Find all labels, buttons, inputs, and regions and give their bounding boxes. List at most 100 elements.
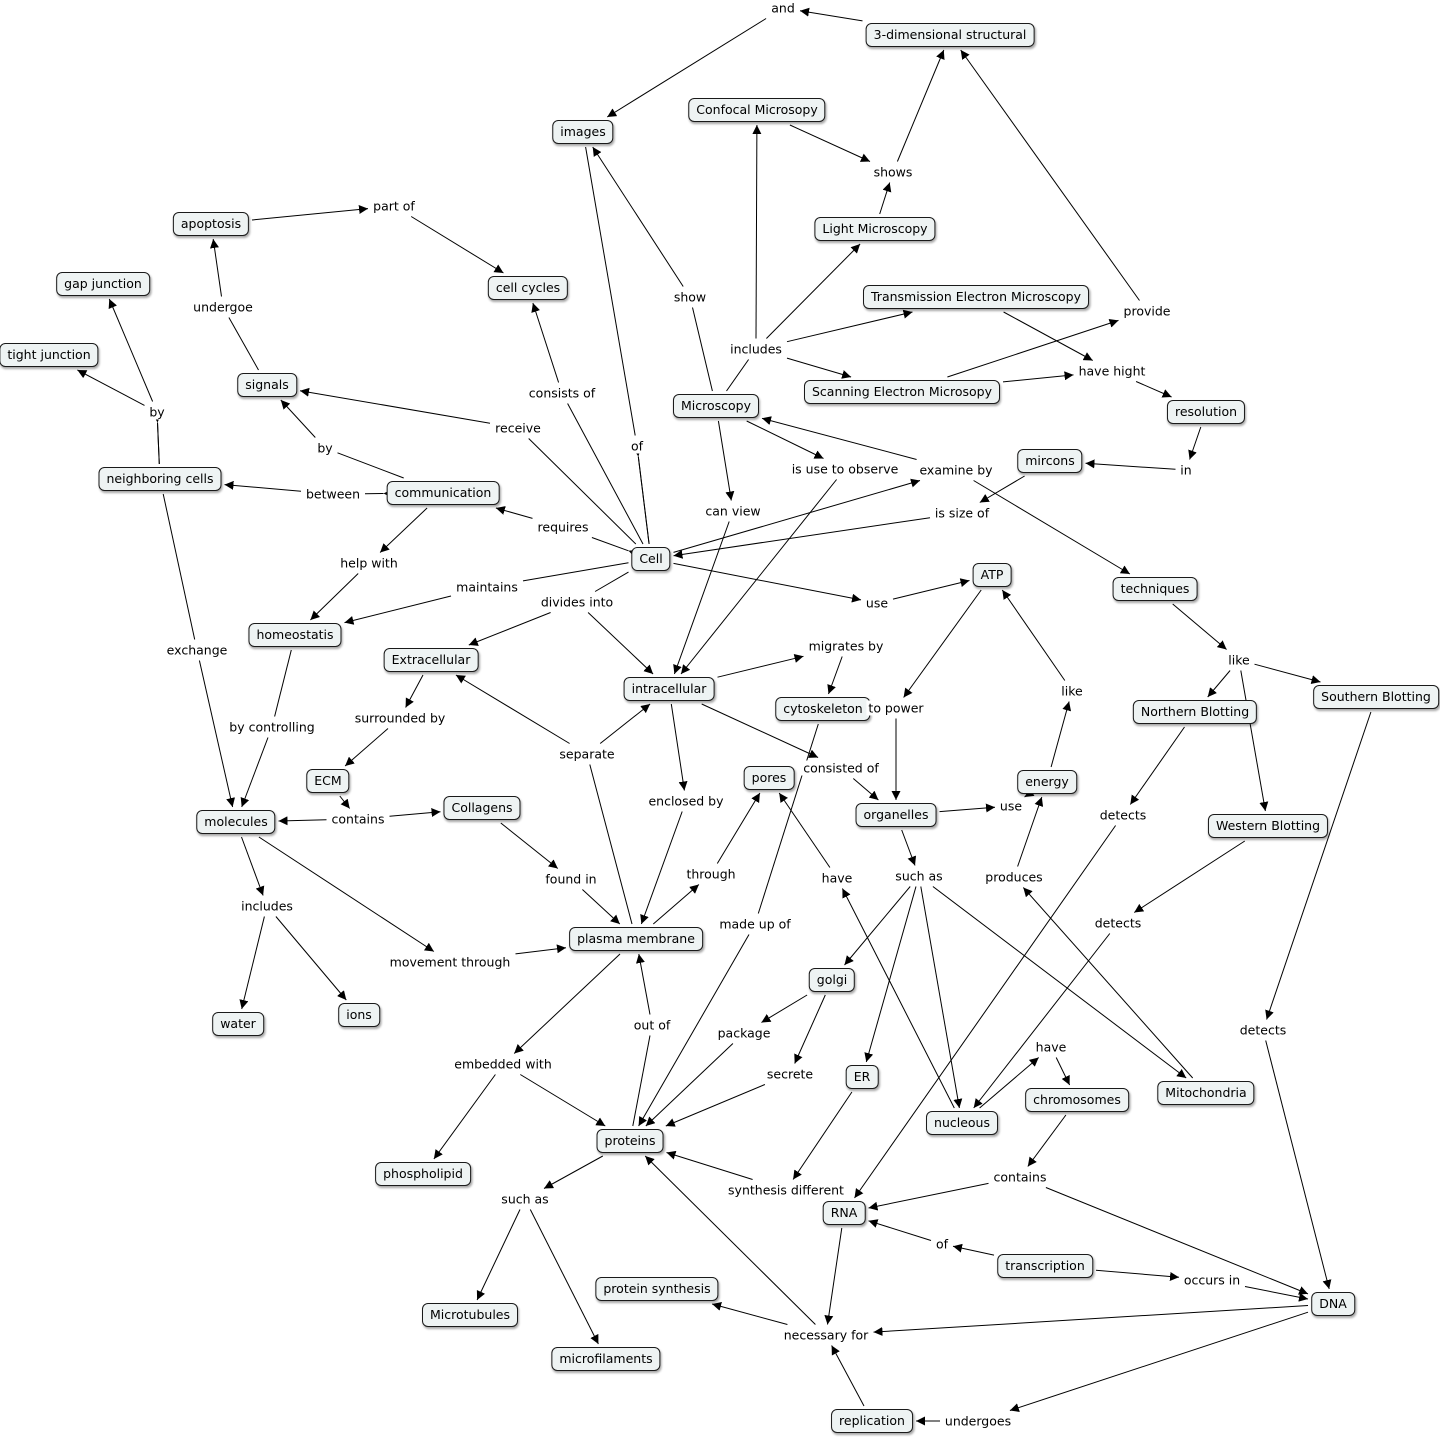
edge-have-hight-to-resolution [1135,381,1172,398]
edge-package-to-proteins [645,1043,734,1127]
edge-necessary-for-to-proteins [644,1155,816,1325]
concept-light[interactable]: Light Microscopy [814,217,936,241]
edge-divides-into-to-extracellular [468,612,551,646]
concept-gap-junction[interactable]: gap junction [56,272,150,296]
edge-cytoskeleton-to-made-up-of [757,723,819,914]
link-label-of-rna: of [933,1236,951,1252]
concept-cell[interactable]: Cell [631,547,671,571]
edge-cell-to-consists-of [567,403,644,545]
concept-confocal[interactable]: Confocal Microsopy [688,98,826,122]
concept-extracellular[interactable]: Extracellular [383,648,479,672]
link-label-requires: requires [535,519,591,535]
concept-images[interactable]: images [552,120,614,144]
concept-energy[interactable]: energy [1017,770,1077,794]
concept-phospholipid[interactable]: phospholipid [375,1162,471,1186]
link-label-provide: provide [1121,303,1173,319]
edge-nucleous-to-have-nuc [841,888,955,1109]
concept-neighboring-cells[interactable]: neighboring cells [98,467,222,491]
edge-atp-to-to-power [903,589,982,698]
concept-organelles[interactable]: organelles [855,803,937,827]
link-label-to-power: to power [866,700,926,716]
concept-golgi[interactable]: golgi [808,968,856,992]
edge-secrete-to-proteins [665,1084,766,1127]
link-label-use-org: use [997,798,1025,814]
edge-plasma-membrane-to-embedded-with [513,953,621,1054]
concept-resolution[interactable]: resolution [1166,400,1246,424]
link-label-detects-n: detects [1097,807,1149,823]
edge-separate-to-extracellular [455,674,570,744]
concept-nucleous[interactable]: nucleous [926,1111,998,1135]
edge-microscopy-to-includes-m [726,359,750,392]
edge-out-of-to-plasma-membrane [636,953,651,1015]
edge-surrounded-by-to-ecm [344,728,389,767]
concept-water[interactable]: water [212,1012,264,1036]
concept-apoptosis[interactable]: apoptosis [172,212,250,236]
concept-ions[interactable]: ions [338,1003,380,1027]
link-label-have-chr: have [1033,1039,1069,1055]
concept-sem[interactable]: Scanning Electron Microsopy [804,380,1000,404]
concept-chromosomes[interactable]: chromosomes [1025,1088,1129,1112]
edge-techniques-to-like-t [1172,603,1227,650]
concept-northern[interactable]: Northern Blotting [1132,700,1258,724]
concept-atp[interactable]: ATP [972,563,1012,587]
edge-contains-chr-to-dna [1045,1187,1309,1295]
concept-cell-cycles[interactable]: cell cycles [487,276,569,300]
edge-transcription-to-of-rna [952,1243,995,1256]
concept-protein-synthesis[interactable]: protein synthesis [595,1277,719,1301]
concept-proteins[interactable]: proteins [596,1129,664,1153]
edge-by-comm-to-signals [280,399,316,438]
concept-transcription[interactable]: transcription [997,1254,1093,1278]
link-label-such-as-org: such as [893,868,945,884]
concept-cytoskeleton[interactable]: cytoskeleton [775,697,871,721]
edge-undergoe-to-apoptosis [210,238,222,297]
concept-pores[interactable]: pores [743,766,795,790]
concept-three-d[interactable]: 3-dimensional structural [865,23,1035,47]
concept-microtubules[interactable]: Microtubules [422,1303,518,1327]
edge-replication-to-necessary-for [831,1345,865,1407]
concept-rna[interactable]: RNA [822,1201,866,1225]
edge-like-e-to-atp [1001,589,1066,681]
edge-plasma-membrane-to-through [652,884,700,925]
link-label-and: and [769,0,797,16]
link-label-receive: receive [493,420,543,436]
edge-dna-to-undergoes [1009,1311,1309,1412]
concept-ecm[interactable]: ECM [306,769,350,793]
edge-microscopy-to-can-view [717,420,735,501]
concept-techniques[interactable]: techniques [1112,577,1198,601]
concept-plasma-membrane[interactable]: plasma membrane [569,927,703,951]
concept-molecules[interactable]: molecules [196,810,276,834]
edge-golgi-to-package [761,994,808,1023]
concept-collagens[interactable]: Collagens [443,796,521,820]
concept-signals[interactable]: signals [237,373,297,397]
concept-mircons[interactable]: mircons [1017,449,1083,473]
edge-migrates-by-to-cytoskeleton [827,656,843,695]
concept-dna[interactable]: DNA [1311,1292,1355,1316]
link-label-surrounded-by: surrounded by [352,710,448,726]
edge-contains-ecm-to-collagens [389,808,441,817]
edge-between-to-neighboring-cells [224,480,302,492]
link-label-like-t: like [1226,652,1252,668]
edge-proteins-to-out-of [632,1035,651,1127]
concept-tight-junction[interactable]: tight junction [0,343,99,367]
edge-mitochondria-to-produces [1022,887,1194,1079]
edge-confocal-to-shows [789,124,871,162]
concept-homeostatis[interactable]: homeostatis [248,623,342,647]
edge-southern-to-detects-s [1265,711,1372,1020]
link-label-by-comm: by [315,440,335,456]
concept-microscopy[interactable]: Microscopy [672,394,760,418]
concept-tem[interactable]: Transmission Electron Microscopy [863,285,1089,309]
concept-replication[interactable]: replication [831,1409,913,1433]
concept-western[interactable]: Western Blotting [1207,814,1329,838]
edge-such-as-pro-to-microfilaments [529,1209,599,1345]
concept-southern[interactable]: Southern Blotting [1313,685,1439,709]
edge-consists-of-to-cell-cycles [531,302,560,383]
edge-includes-m-to-tem [786,309,913,343]
concept-communication[interactable]: communication [386,481,500,505]
edge-shows-to-three-d [896,49,945,162]
edge-detects-w-to-nucleous [973,933,1111,1109]
concept-er[interactable]: ER [845,1065,879,1089]
concept-microfilaments[interactable]: microfilaments [551,1347,661,1371]
concept-intracellular[interactable]: intracellular [623,677,715,701]
edge-detects-n-to-rna [854,825,1117,1199]
concept-mitochondria[interactable]: Mitochondria [1157,1081,1255,1105]
